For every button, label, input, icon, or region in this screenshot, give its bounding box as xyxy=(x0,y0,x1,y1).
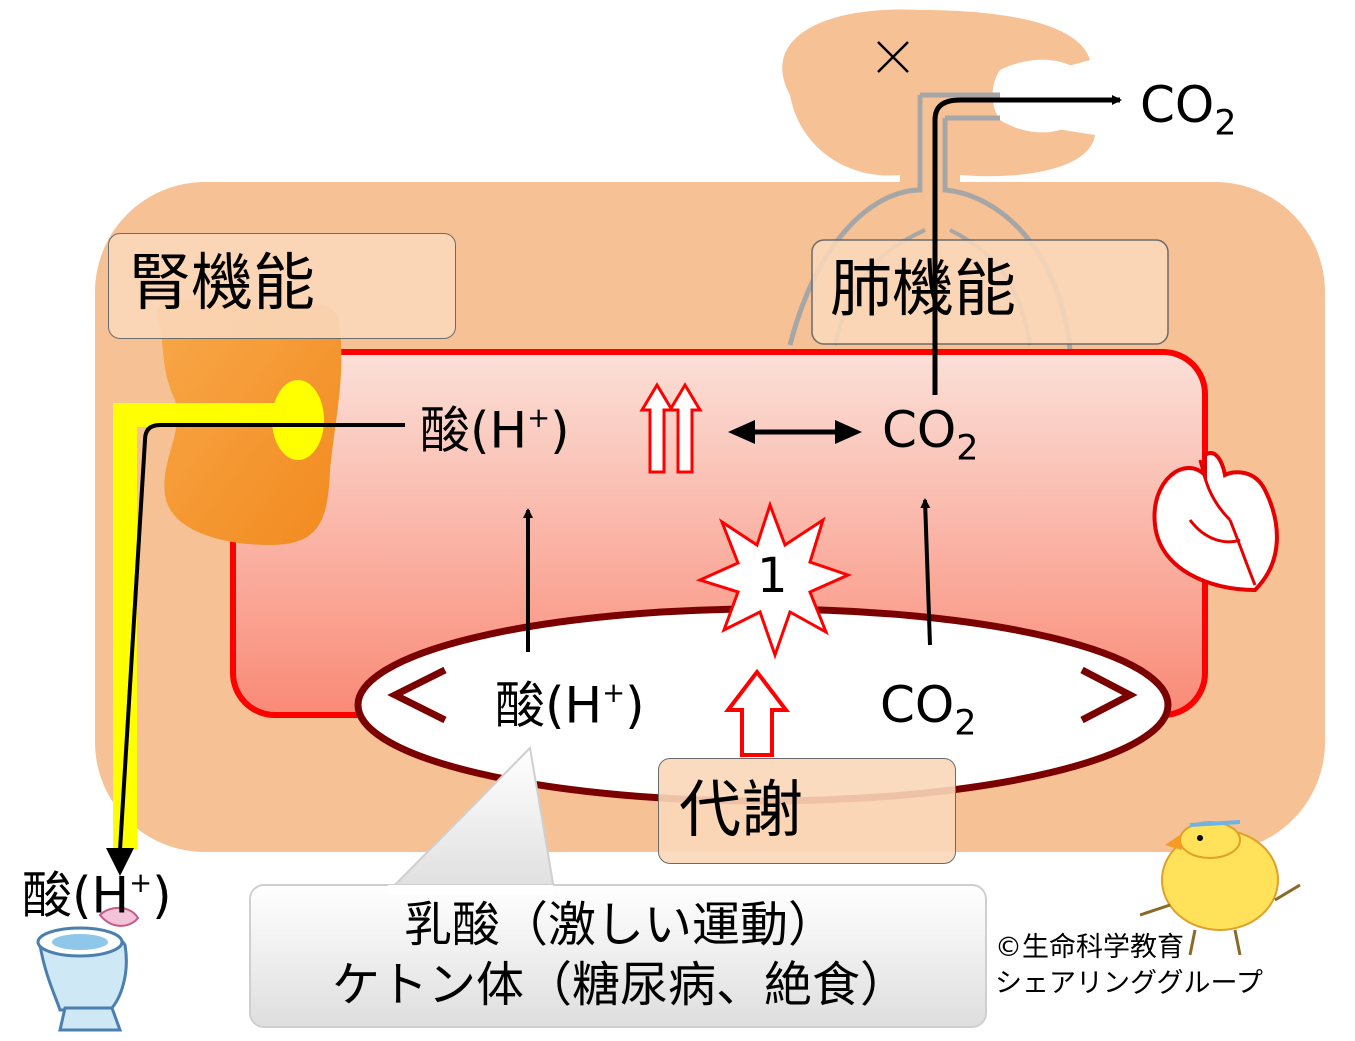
kidney-hilum xyxy=(272,380,324,460)
acid-cell-label: 酸(H+) xyxy=(495,676,645,735)
callout-line-1: 乳酸（激しい運動） xyxy=(403,897,836,953)
co2-exhaled-label: CO2 xyxy=(1140,76,1237,144)
lung-function-box xyxy=(811,239,1169,345)
credit-line-1: ©生命科学教育 xyxy=(995,932,1184,963)
greater-than-sign xyxy=(1080,666,1138,724)
acid-excretion-arrow xyxy=(118,423,405,860)
toilet-icon xyxy=(36,906,140,1032)
lung-icon xyxy=(782,9,1095,351)
co2-blood-label: CO2 xyxy=(882,401,979,469)
cross-mark xyxy=(877,41,909,73)
starburst xyxy=(695,500,853,660)
callout-pointer-cover xyxy=(388,885,553,895)
cross-mark-label: × xyxy=(1000,0,1001,1)
co2-exhale-arrow xyxy=(932,95,1122,395)
callout-box xyxy=(249,884,987,1028)
double-up-arrow-icon xyxy=(639,382,703,474)
lung-function-label: 肺機能 xyxy=(830,252,1017,325)
urine-path xyxy=(113,403,305,850)
kidney-function-box: 腎機能 xyxy=(108,233,456,339)
callout-text: 乳酸（激しい運動） ケトン体（糖尿病、絶食） xyxy=(255,895,985,1015)
equilibrium-arrowhead-right xyxy=(835,420,862,444)
heart-icon xyxy=(1152,451,1279,593)
acid-excretion-arrowhead xyxy=(106,848,134,876)
metabolism-box: 代謝 xyxy=(658,758,956,864)
credit-line-2: シェアリンググループ xyxy=(995,968,1263,999)
metabolism-arrow xyxy=(723,668,791,757)
callout-line-2: ケトン体（糖尿病、絶食） xyxy=(331,957,908,1013)
metabolism-label: 代謝 xyxy=(679,773,804,846)
kidney-function-label: 腎機能 xyxy=(129,246,316,319)
acid-excreted-label: 酸(H+) xyxy=(22,866,172,925)
equilibrium-arrowhead-left xyxy=(728,420,755,444)
co2-rise-arrow xyxy=(920,498,932,646)
less-than-sign xyxy=(387,666,447,724)
chick-icon xyxy=(1139,820,1301,956)
starburst-number: 1 xyxy=(757,548,788,604)
credit: ©生命科学教育 シェアリンググループ xyxy=(995,930,1263,1002)
co2-cell-label: CO2 xyxy=(880,676,977,744)
acid-blood-label: 酸(H+) xyxy=(420,401,570,460)
